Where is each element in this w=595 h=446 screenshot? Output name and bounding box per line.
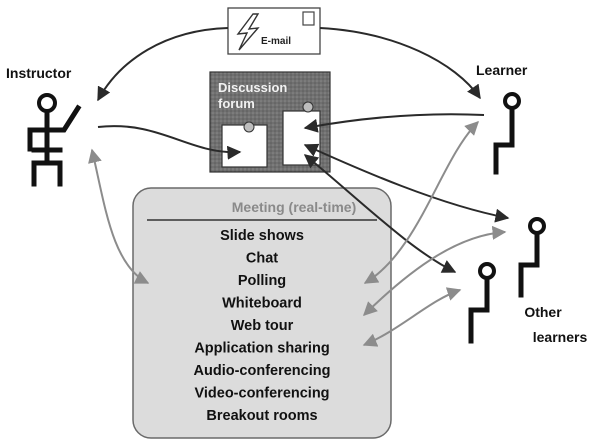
instructor-to-meeting-arrow [88,148,150,284]
meeting-item: Application sharing [194,341,329,357]
discussion-forum-box: Discussion forum [209,71,331,173]
meeting-item: Polling [238,273,286,289]
pushpin-icon [243,121,255,133]
meeting-item: Whiteboard [222,296,302,312]
other-learners-label-line1: Other [524,304,562,320]
other-learner-1-figure [518,217,546,298]
learner-to-forum-arrow [303,113,485,133]
meeting-item: Web tour [231,318,294,334]
pushpin-icon [302,101,314,113]
meeting-item: Chat [246,251,278,267]
stamp-icon [302,11,315,26]
meeting-item: Slide shows [220,228,304,244]
email-to-learner-arrow [319,27,481,100]
other-learner-2-to-meeting-arrow [362,287,462,347]
forum-title-line2: forum [218,96,255,111]
learner-label: Learner [476,62,528,78]
email-to-instructor-arrow [97,27,229,102]
learner-figure [493,92,521,175]
instructor-figure [27,93,82,187]
forum-note-2 [282,101,321,166]
forum-note-1 [221,121,268,168]
instructor-label: Instructor [6,65,72,81]
other-learners-label-line2: learners [533,329,588,345]
gray-arrows [88,121,507,347]
forum-title-line1: Discussion [218,80,287,95]
email-label: E-mail [261,36,291,47]
meeting-panel: Meeting (real-time) Slide showsChatPolli… [132,187,392,439]
email-box: E-mail [227,7,321,55]
instructor-to-forum-arrow [97,125,242,160]
other-learner-2-figure [468,262,496,344]
meeting-item: Audio-conferencing [194,363,331,379]
meeting-item: Breakout rooms [206,408,317,424]
meeting-title: Meeting (real-time) [232,199,356,215]
lightning-icon [236,13,260,51]
meeting-item: Video-conferencing [194,386,329,402]
